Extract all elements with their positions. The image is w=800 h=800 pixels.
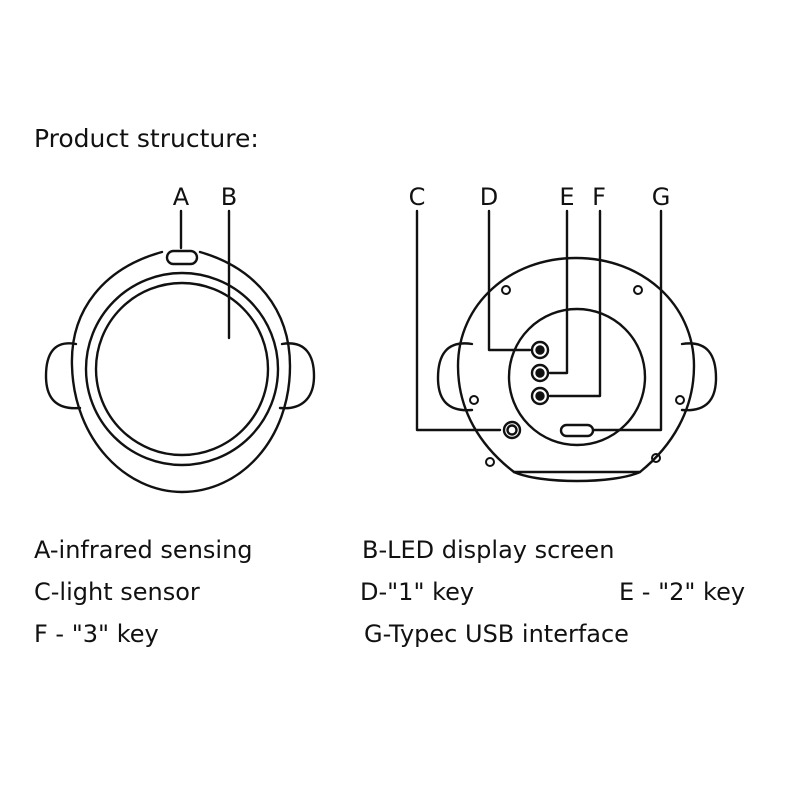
leader-line-c (415, 209, 502, 432)
callout-g: G (651, 183, 671, 211)
display-ring (84, 271, 280, 467)
screw-bottom-right (651, 453, 661, 463)
back-panel (507, 307, 647, 447)
screw-top-left (501, 285, 511, 295)
back-body-outline (456, 256, 696, 474)
leader-line-g (592, 209, 663, 432)
legend-f: F - "3" key (34, 620, 159, 648)
legend-d: D-"1" key (360, 578, 475, 606)
front-right-handle (278, 342, 316, 410)
back-view (415, 209, 718, 483)
screw-top-right (633, 285, 643, 295)
leader-line-d (487, 209, 532, 352)
key-3 (530, 386, 550, 406)
legend-e: E - "2" key (619, 578, 746, 606)
light-sensor (502, 420, 522, 440)
leader-line-f (548, 209, 602, 398)
callout-d: D (479, 183, 499, 211)
typec-usb-port (559, 423, 595, 438)
screw-right (675, 395, 685, 405)
front-body-outline (70, 250, 292, 494)
callout-f: F (592, 183, 606, 211)
legend-a: A-infrared sensing (34, 536, 253, 564)
legend-g: G-Typec USB interface (364, 620, 629, 648)
infrared-sensor-window (165, 249, 199, 266)
back-base (512, 470, 642, 483)
front-view (44, 209, 316, 494)
led-display-screen (94, 281, 270, 457)
key-1 (530, 340, 550, 360)
callout-e: E (559, 183, 575, 211)
callout-b: B (220, 183, 238, 211)
leader-line-e (548, 209, 569, 375)
front-left-handle (44, 342, 82, 410)
screw-left (469, 395, 479, 405)
callout-a: A (172, 183, 190, 211)
legend-c: C-light sensor (34, 578, 200, 606)
diagram-title: Product structure: (34, 124, 259, 153)
legend-b: B-LED display screen (362, 536, 615, 564)
screw-bottom-left (485, 457, 495, 467)
back-right-handle (680, 342, 718, 412)
back-left-handle (436, 342, 474, 412)
callout-c: C (408, 183, 426, 211)
key-2 (530, 363, 550, 383)
